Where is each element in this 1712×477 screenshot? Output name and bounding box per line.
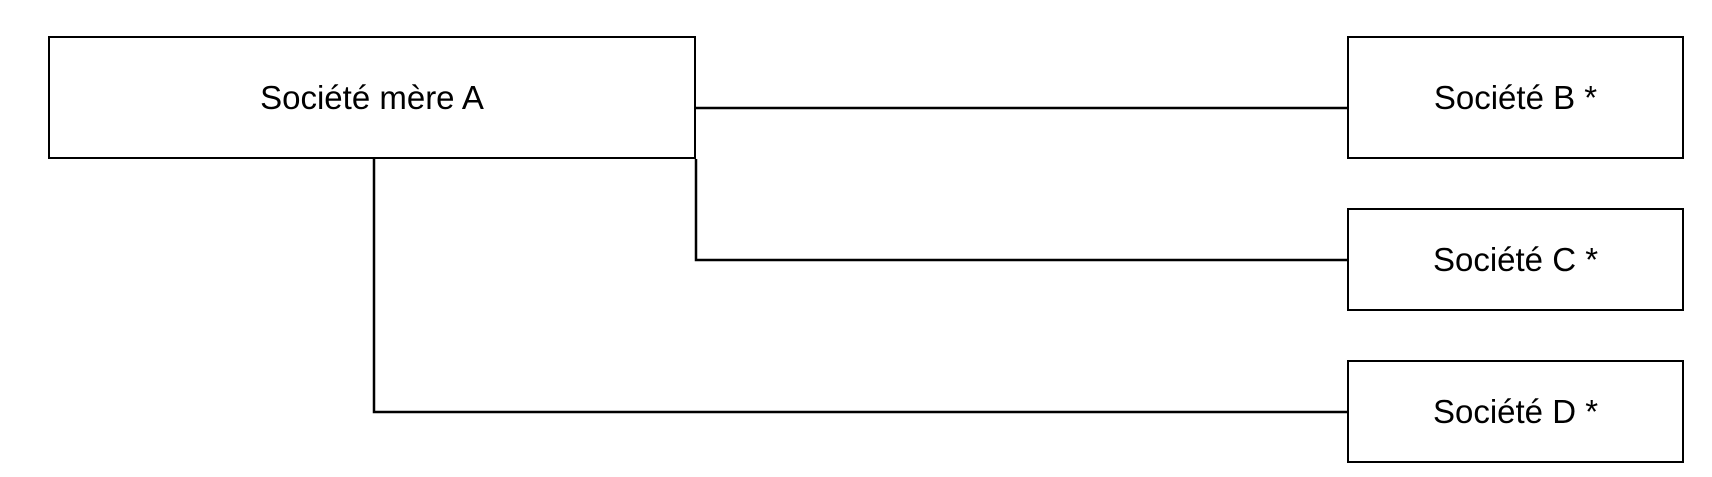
parent-company-label: Société mère A bbox=[260, 78, 484, 116]
company-d-box: Société D * bbox=[1347, 360, 1684, 463]
company-b-box: Société B * bbox=[1347, 36, 1684, 159]
company-d-label: Société D * bbox=[1432, 392, 1599, 430]
company-c-box: Société C * bbox=[1347, 208, 1684, 311]
company-c-label: Société C * bbox=[1432, 240, 1599, 278]
company-b-label: Société B * bbox=[1433, 78, 1598, 116]
connector-a-d bbox=[372, 159, 1347, 414]
connector-a-c bbox=[694, 159, 1347, 262]
parent-company-box: Société mère A bbox=[48, 36, 696, 159]
